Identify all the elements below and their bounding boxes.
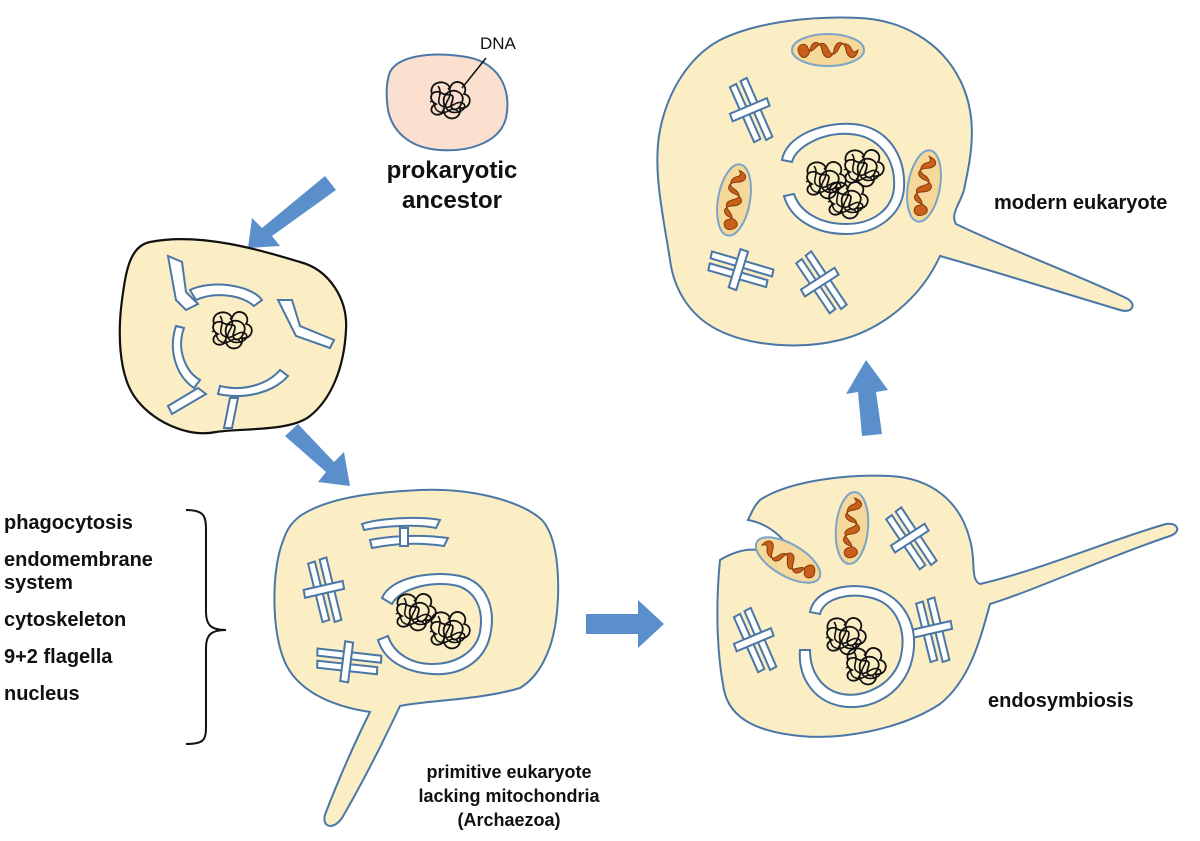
feature-flagella: 9+2 flagella (4, 646, 113, 668)
prokaryotic-ancestor-line-1: prokaryotic (386, 157, 518, 184)
endosymbiosis-cell (716, 474, 1179, 738)
primitive-eukaryote-line-3: (Archaezoa) (457, 810, 561, 830)
modern-eukaryote-label: modern eukaryote (994, 192, 1168, 214)
prokaryotic-ancestor-label: prokaryotic ancestor (372, 156, 532, 216)
prokaryotic-ancestor-line-2: ancestor (401, 187, 503, 214)
feature-nucleus: nucleus (4, 683, 80, 705)
feature-list: phagocytosis endomembrane system cytoske… (4, 512, 153, 706)
feature-bracket (185, 509, 227, 745)
arrow-primitive-to-endosymbiosis (586, 600, 664, 648)
intermediate-cell (118, 238, 348, 435)
primitive-eukaryote-label: primitive eukaryote lacking mitochondria… (394, 760, 624, 832)
arrow-intermediate-to-primitive (285, 424, 350, 486)
primitive-eukaryote-line-1: primitive eukaryote (426, 762, 592, 782)
feature-cytoskeleton: cytoskeleton (4, 609, 127, 631)
feature-phagocytosis: phagocytosis (4, 512, 133, 534)
primitive-eukaryote-line-2: lacking mitochondria (418, 786, 600, 806)
prokaryotic-ancestor-cell (385, 53, 509, 152)
feature-endomembrane: endomembrane (4, 549, 153, 571)
modern-eukaryote-cell (656, 16, 1134, 347)
arrow-prokaryote-to-intermediate (248, 176, 336, 248)
arrow-endosymbiosis-to-modern (846, 360, 888, 436)
feature-endomembrane-system: system (4, 572, 73, 594)
primitive-eukaryote-cell (273, 488, 560, 827)
endosymbiosis-label: endosymbiosis (988, 690, 1134, 712)
dna-label: DNA (480, 34, 516, 53)
